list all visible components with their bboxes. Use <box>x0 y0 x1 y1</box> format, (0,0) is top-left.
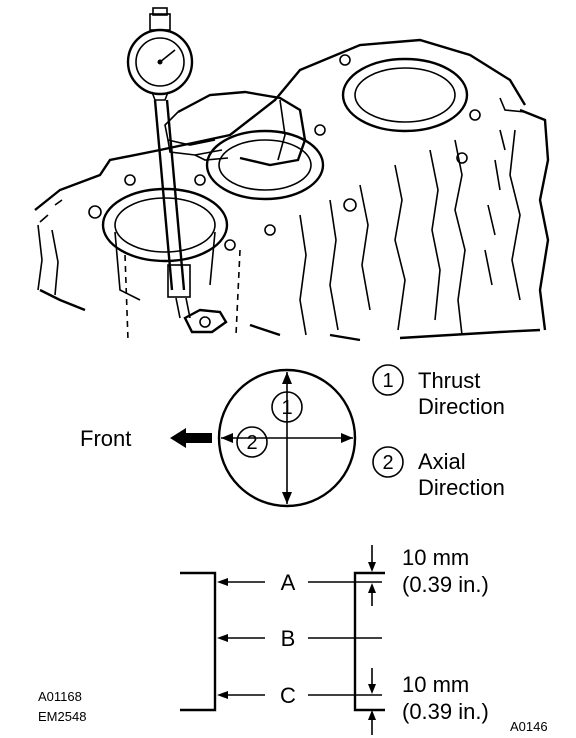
legend-item1-line1: Thrust <box>418 368 480 393</box>
bore-circle <box>217 368 357 508</box>
bore-wall-left <box>180 571 217 712</box>
dim-top-arrow-down-icon <box>368 562 376 572</box>
legend-item2-line2: Direction <box>418 475 505 500</box>
ref-code-3: A0146 <box>510 719 548 734</box>
top-offset-inch: (0.39 in.) <box>402 572 489 597</box>
legend-item2-number: 2 <box>382 452 393 474</box>
thrust-arrow-top-icon <box>282 372 292 384</box>
dim-top-arrow-up-icon <box>368 583 376 593</box>
bottom-offset-mm: 10 mm <box>402 672 469 697</box>
arrow-a-left-icon <box>217 578 228 586</box>
legend-item2-line1: Axial <box>418 449 466 474</box>
ref-code-1: A01168 <box>38 689 82 704</box>
front-label: Front <box>80 426 131 451</box>
position-a-label: A <box>281 570 296 595</box>
top-offset-mm: 10 mm <box>402 545 469 570</box>
bore-wall-right <box>353 571 385 712</box>
position-c-label: C <box>280 683 296 708</box>
ref-code-2: EM2548 <box>38 709 86 724</box>
legend-item1-line2: Direction <box>418 394 505 419</box>
dim-bottom-arrow-down-icon <box>368 684 376 694</box>
bottom-offset-inch: (0.39 in.) <box>402 699 489 724</box>
bore-direction-diagram: 1 2 Front <box>80 368 357 508</box>
thrust-arrow-bottom-icon <box>282 492 292 504</box>
measurement-position-diagram: A B C 10 mm (0.39 in.) 10 mm (0.39 in.) <box>180 545 489 735</box>
axial-arrow-right-icon <box>341 433 353 443</box>
arrow-b-left-icon <box>217 634 228 642</box>
circle-label-axial: 2 <box>246 432 257 454</box>
axial-arrow-left-icon <box>221 433 233 443</box>
arrow-c-left-icon <box>217 691 228 699</box>
legend-item1-number: 1 <box>382 370 393 392</box>
front-arrow-icon <box>170 428 212 448</box>
dim-bottom-arrow-up-icon <box>368 710 376 720</box>
position-b-label: B <box>281 626 296 651</box>
legend: 1 Thrust Direction 2 Axial Direction <box>372 364 505 500</box>
engine-block-cylinder-bore-gauge-icon <box>34 7 550 342</box>
circle-label-thrust: 1 <box>281 397 292 419</box>
